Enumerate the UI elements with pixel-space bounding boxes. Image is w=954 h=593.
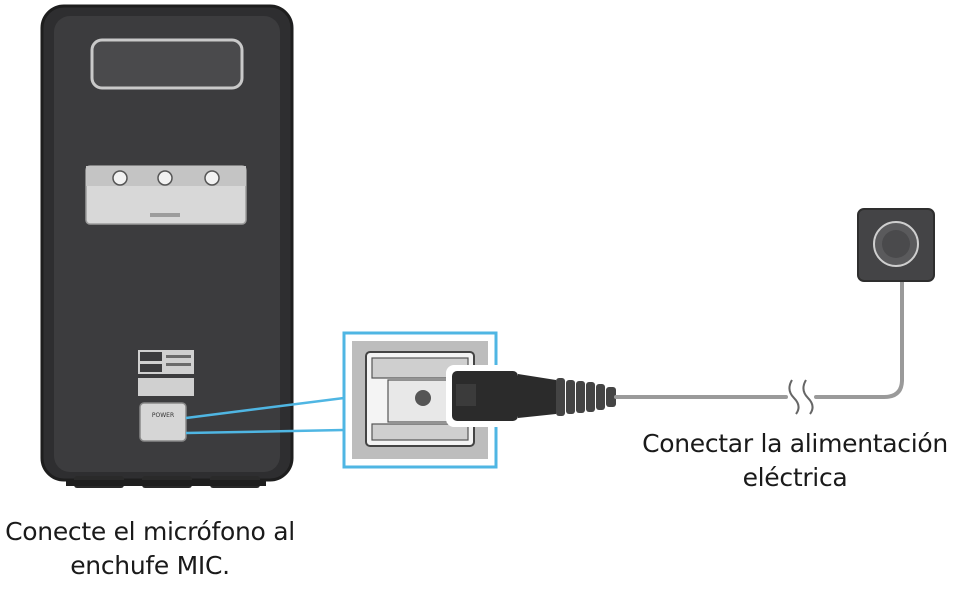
mic-caption-line-2: enchufe MIC. — [70, 551, 230, 580]
knob-icon — [112, 170, 128, 186]
handle-slot — [90, 38, 244, 90]
knob-icon — [204, 170, 220, 186]
device-unit: POWER — [40, 4, 294, 488]
power-instruction-caption: Conectar la alimentación eléctrica — [636, 427, 954, 495]
mic-caption-line-1: Conecte el micrófono al — [5, 517, 295, 546]
wall-outlet — [857, 208, 935, 282]
device-feet — [66, 476, 266, 488]
power-caption-line-2: eléctrica — [742, 463, 848, 492]
power-plug — [446, 365, 616, 427]
zoom-callout-lines — [185, 396, 345, 435]
cable-break-icon — [788, 379, 814, 415]
power-port-label: POWER — [152, 412, 174, 419]
power-port: POWER — [139, 402, 187, 442]
power-caption-line-1: Conectar la alimentación — [642, 429, 948, 458]
mic-instruction-caption: Conecte el micrófono al enchufe MIC. — [0, 515, 300, 583]
knob-icon — [157, 170, 173, 186]
power-cable — [614, 270, 904, 399]
control-panel — [85, 165, 247, 225]
rating-label — [138, 350, 194, 396]
